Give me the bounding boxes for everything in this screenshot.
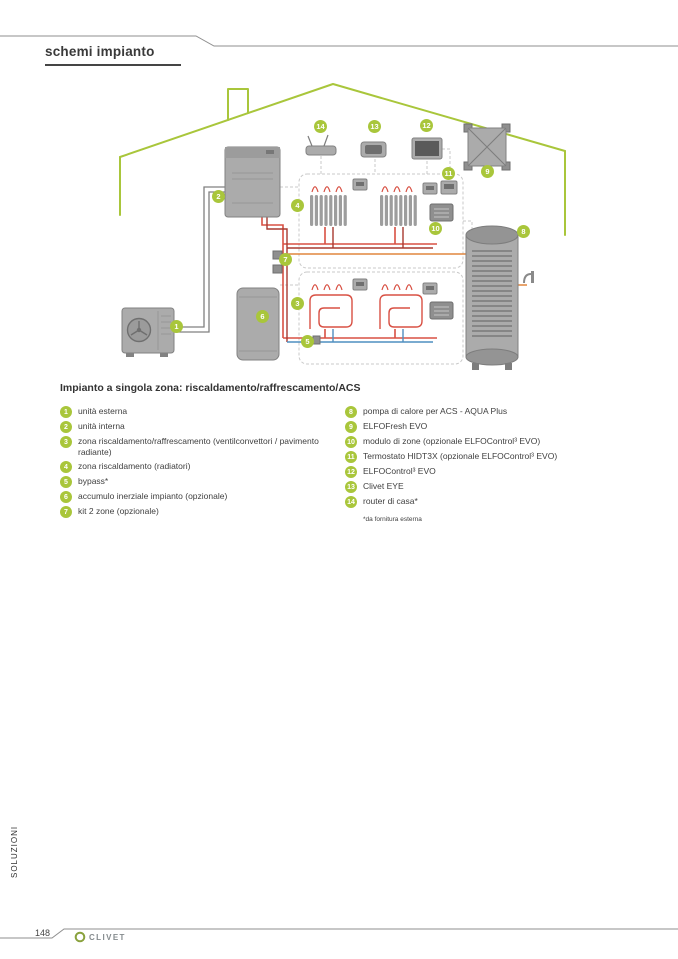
hidt3x-thermostat-icon: [440, 180, 458, 195]
legend-badge: 12: [345, 466, 357, 478]
diagram-badge-7: 7: [279, 253, 292, 266]
legend-badge: 4: [60, 461, 72, 474]
diagram-badge-1: 1: [170, 320, 183, 333]
legend-badge: 3: [60, 436, 72, 448]
legend-text: unità interna: [78, 421, 125, 431]
bottom-rule: [0, 928, 678, 939]
buffer-tank-icon: [236, 287, 280, 361]
legend-badge: 6: [60, 491, 72, 504]
legend-badge: 14: [345, 496, 357, 508]
legend-item-12: 12 ELFOControl³ EVO: [345, 466, 635, 478]
legend-badge: 9: [345, 421, 357, 433]
legend-text: kit 2 zone (opzionale): [78, 506, 159, 517]
dhw-tank-icon: [465, 225, 519, 370]
hydraulic-pipes: [261, 217, 527, 343]
clivet-eye-icon: [360, 141, 387, 158]
legend-item-2: 2 unità interna: [60, 421, 345, 433]
legend-item-10: 10 modulo di zone (opzionale ELFOControl…: [345, 436, 635, 448]
legend-text: modulo di zone (opzionale ELFOControl³ E…: [363, 436, 541, 446]
legend: Impianto a singola zona: riscaldamento/r…: [60, 382, 640, 523]
diagram-badge-13: 13: [368, 120, 381, 133]
legend-item-8: 8 pompa di calore per ACS - AQUA Plus: [345, 406, 635, 418]
legend-item-6: 6 accumulo inerziale impianto (opzionale…: [60, 491, 345, 504]
legend-text: accumulo inerziale impianto (opzionale): [78, 491, 228, 502]
legend-item-13: 13 Clivet EYE: [345, 481, 635, 493]
page-number: 148: [35, 928, 51, 938]
legend-item-3: 3 zona riscaldamento/raffrescamento (ven…: [60, 436, 345, 458]
zone-dashed-areas: [280, 148, 473, 365]
legend-badge: 5: [60, 476, 72, 489]
legend-item-7: 7 kit 2 zone (opzionale): [60, 506, 345, 519]
brand-logo: CLIVET: [74, 931, 126, 943]
tap-icon: [523, 271, 534, 284]
legend-item-5: 5 bypass*: [60, 476, 345, 489]
legend-text: pompa di calore per ACS - AQUA Plus: [363, 406, 508, 416]
diagram-badge-3: 3: [291, 297, 304, 310]
legend-badge: 11: [345, 451, 357, 463]
diagram-badge-10: 10: [429, 222, 442, 235]
top-rule: [0, 35, 678, 47]
brand-name: CLIVET: [89, 932, 126, 942]
legend-item-4: 4 zona riscaldamento (radiatori): [60, 461, 345, 474]
bypass-icon: [312, 335, 321, 345]
title-underline: [45, 64, 181, 66]
legend-item-1: 1 unità esterna: [60, 406, 345, 418]
legend-text: router di casa*: [363, 496, 418, 506]
legend-text: Clivet EYE: [363, 481, 404, 491]
elfocontrol-icon: [411, 137, 443, 160]
legend-text: zona riscaldamento (radiatori): [78, 461, 191, 472]
legend-text: ELFOFresh EVO: [363, 421, 428, 431]
legend-badge: 2: [60, 421, 72, 433]
diagram-badge-4: 4: [291, 199, 304, 212]
diagram-badge-6: 6: [256, 310, 269, 323]
diagram-badge-12: 12: [420, 119, 433, 132]
zone-kit-icon: [272, 250, 283, 274]
floor-heating-zone-icon: [309, 284, 423, 330]
diagram-badge-14: 14: [314, 120, 327, 133]
refrigerant-lines: [174, 186, 225, 333]
system-diagram-drawing: [119, 83, 566, 370]
radiator-zone-icon: [310, 186, 417, 226]
page-title: schemi impianto: [45, 44, 155, 59]
legend-badge: 13: [345, 481, 357, 493]
legend-item-11: 11 Termostato HIDT3X (opzionale ELFOCont…: [345, 451, 635, 463]
section-sidebar-label: SOLUZIONI: [10, 825, 19, 878]
zone-module-lower-icon: [429, 301, 454, 320]
outdoor-unit-icon: [121, 307, 175, 357]
diagram-title: Impianto a singola zona: riscaldamento/r…: [60, 382, 361, 394]
elfofresh-icon: [463, 123, 511, 171]
legend-badge: 7: [60, 506, 72, 519]
legend-text: unità esterna: [78, 406, 128, 416]
legend-badge: 8: [345, 406, 357, 418]
diagram-badge-5: 5: [301, 335, 314, 348]
legend-column-left: 1 unità esterna 2 unità interna 3 zona r…: [60, 406, 345, 523]
diagram-badge-9: 9: [481, 165, 494, 178]
legend-item-9: 9 ELFOFresh EVO: [345, 421, 635, 433]
legend-text: zona riscaldamento/raffrescamento (venti…: [78, 436, 319, 458]
legend-badge: 1: [60, 406, 72, 418]
diagram-badge-11: 11: [442, 167, 455, 180]
diagram-badge-8: 8: [517, 225, 530, 238]
legend-column-right: 8 pompa di calore per ACS - AQUA Plus 9 …: [345, 406, 635, 523]
legend-footnote: *da fornitura esterna: [363, 516, 422, 523]
legend-item-14: 14 router di casa*: [345, 496, 635, 508]
indoor-unit-icon: [224, 146, 281, 218]
clivet-logo-icon: [74, 931, 86, 943]
system-diagram: 1 2 3 4 5 6 7 8 9 10 11 12 13 14: [0, 75, 678, 385]
diagram-badge-2: 2: [212, 190, 225, 203]
router-icon: [305, 134, 337, 156]
zone-module-icon: [429, 203, 454, 222]
legend-text: Termostato HIDT3X (opzionale ELFOControl…: [363, 451, 558, 461]
legend-text: bypass*: [78, 476, 109, 487]
legend-badge: 10: [345, 436, 357, 448]
legend-text: ELFOControl³ EVO: [363, 466, 436, 476]
